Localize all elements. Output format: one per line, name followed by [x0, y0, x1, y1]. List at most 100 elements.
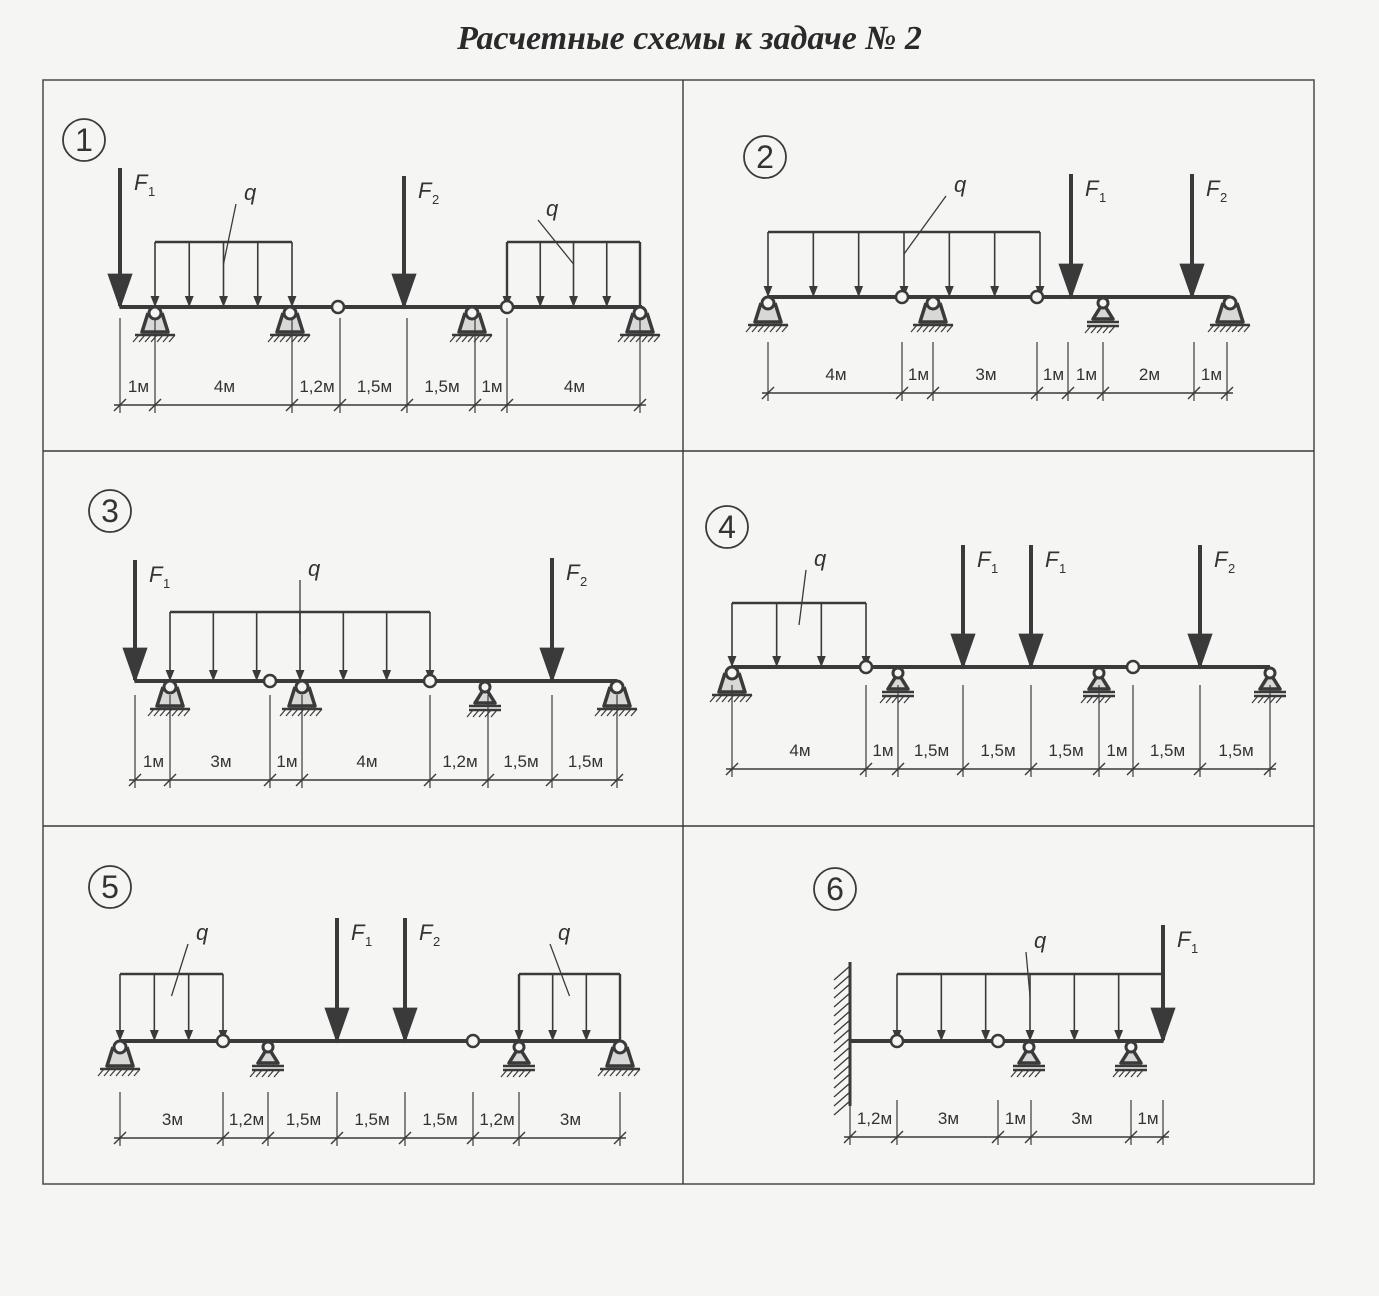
roller-support — [1080, 666, 1115, 704]
support-hatch — [1124, 1069, 1132, 1078]
support-pin — [1096, 296, 1110, 310]
hinge — [894, 289, 910, 305]
dimension-label: 1,2м — [229, 1110, 264, 1129]
support-hatch — [267, 334, 275, 343]
support-hatch — [1207, 324, 1215, 333]
support-hatch — [490, 709, 498, 718]
support-hatch — [1257, 695, 1265, 704]
dimension-tick — [113, 398, 127, 412]
support-hatch — [1219, 324, 1227, 333]
dimension-label: 1м — [1106, 741, 1127, 760]
hinge — [499, 299, 515, 315]
scheme-number: 2 — [743, 135, 787, 179]
wall-hatch — [833, 1028, 851, 1044]
q-leader — [798, 569, 807, 626]
support-hatch — [1118, 1069, 1126, 1078]
dimension-tick — [261, 1131, 275, 1145]
support-hatch — [1084, 325, 1092, 334]
support-hatch — [512, 1069, 520, 1078]
support-pin — [112, 1039, 128, 1055]
support-hatch — [1251, 695, 1259, 704]
force-letter: F — [418, 178, 433, 203]
q-label: q — [954, 172, 967, 197]
page-title: Расчетные схемы к задаче № 2 — [457, 20, 922, 57]
support-hatch — [524, 1069, 532, 1078]
dimension-tick — [1156, 1130, 1170, 1144]
support-hatch — [309, 708, 317, 717]
dimension-label: 1,5м — [1048, 741, 1083, 760]
dimension-label: 2м — [1139, 365, 1160, 384]
roller-support — [249, 1040, 284, 1078]
support-pin — [1263, 666, 1277, 680]
distributed-load-q: q — [892, 928, 1165, 1042]
support-pin — [609, 679, 625, 695]
roller-support — [1010, 1040, 1045, 1078]
support-hatch — [1028, 1069, 1036, 1078]
wall-hatch — [833, 1073, 851, 1089]
dimension-label: 1м — [481, 377, 502, 396]
force-letter: F — [1214, 547, 1229, 572]
support-pin — [760, 295, 776, 311]
hinge — [858, 659, 874, 675]
hinge — [889, 1033, 905, 1049]
roller-support — [466, 680, 501, 718]
support-hatch — [267, 1069, 275, 1078]
dimension-label: 1,2м — [479, 1110, 514, 1129]
support-pin — [478, 680, 492, 694]
force-subscript: 2 — [1228, 561, 1235, 576]
dimension-label: 4м — [789, 741, 810, 760]
support-hatch — [879, 695, 887, 704]
support-body — [105, 1046, 135, 1068]
support-hatch — [261, 1069, 269, 1078]
support-hatch — [150, 334, 158, 343]
dimension-tick — [512, 1131, 526, 1145]
q-leader — [170, 943, 189, 997]
dimension-label: 4м — [214, 377, 235, 396]
wall-hatch — [833, 1055, 851, 1071]
support-pin — [1124, 1040, 1138, 1054]
dimension-label: 3м — [1071, 1109, 1092, 1128]
dimension-label: 1,5м — [1150, 741, 1185, 760]
pin-support — [745, 295, 789, 333]
dimension-label: 1,5м — [286, 1110, 321, 1129]
support-hatch — [739, 694, 747, 703]
dimension-label: 1,5м — [503, 752, 538, 771]
q-leader — [222, 203, 237, 265]
dimension-tick — [285, 398, 299, 412]
support-hatch — [916, 324, 924, 333]
number-circle — [62, 118, 106, 162]
scheme-number: 1 — [62, 118, 106, 162]
dimension-tick — [1092, 762, 1106, 776]
dimension-label: 1м — [1076, 365, 1097, 384]
dimension-tick — [423, 773, 437, 787]
support-hatch — [635, 334, 643, 343]
support-hatch — [315, 708, 323, 717]
support-hatch — [1237, 324, 1245, 333]
distributed-load-q: q — [165, 556, 435, 682]
force-subscript: 2 — [580, 574, 587, 589]
support-hatch — [1022, 1069, 1030, 1078]
support-hatch — [279, 334, 287, 343]
force-letter: F — [149, 562, 164, 587]
distributed-load-q: q — [502, 196, 642, 308]
pin-support — [147, 679, 191, 717]
support-hatch — [297, 334, 305, 343]
support-hatch — [727, 694, 735, 703]
support-hatch — [1016, 1069, 1024, 1078]
dimension-tick — [398, 1131, 412, 1145]
fixed-wall-support — [833, 962, 852, 1116]
support-body — [1017, 1045, 1041, 1065]
pin-support — [279, 679, 323, 717]
dimension-tick — [761, 386, 775, 400]
dimension-label: 1м — [1137, 1109, 1158, 1128]
force-letter: F — [1045, 547, 1060, 572]
support-hatch — [109, 1068, 117, 1077]
dimension-label: 1м — [128, 377, 149, 396]
wall-hatch — [833, 965, 851, 981]
support-hatch — [623, 334, 631, 343]
pin-support — [97, 1039, 141, 1077]
